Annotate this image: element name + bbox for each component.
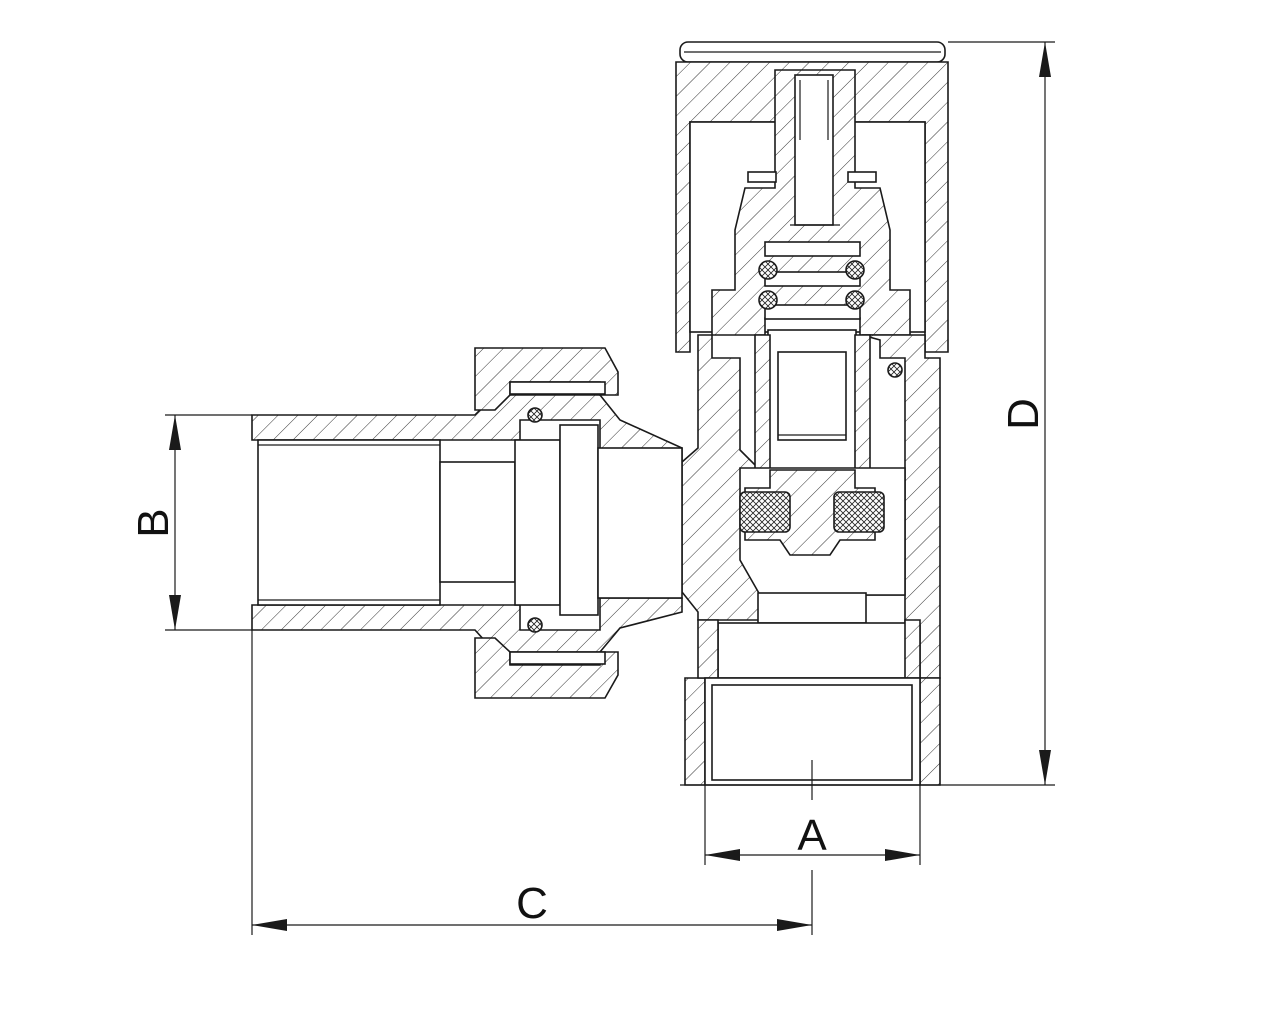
valve-plug — [739, 469, 885, 556]
outlet-fitting — [680, 592, 948, 786]
union-tailpiece — [251, 394, 683, 653]
dimension-d — [948, 41, 1055, 786]
dimension-c — [251, 630, 813, 935]
dimension-label-a: A — [797, 811, 827, 860]
dimension-label-c: C — [516, 879, 548, 928]
dimension-label-d: D — [999, 398, 1048, 430]
dimension-a — [704, 760, 921, 865]
dimension-b — [165, 414, 252, 631]
dimension-label-b: B — [129, 508, 178, 537]
union-nut — [474, 347, 619, 699]
